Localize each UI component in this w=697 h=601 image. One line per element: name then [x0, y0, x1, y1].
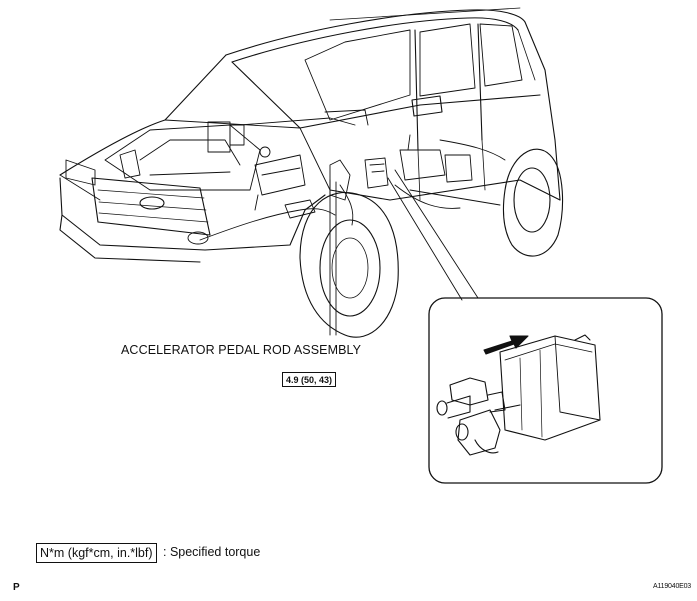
legend-torque-unit: N*m (kgf*cm, in.*lbf): [36, 543, 157, 563]
part-label-accelerator-pedal-rod-assembly: ACCELERATOR PEDAL ROD ASSEMBLY: [121, 343, 362, 357]
rear-wheel: [503, 149, 562, 256]
arrow-icon: [484, 336, 528, 354]
fuel-system: [365, 135, 505, 208]
inset-canister-detail: [429, 298, 662, 483]
front-wheel: [300, 193, 398, 338]
page-marker: P: [13, 582, 20, 593]
vehicle-body: [60, 8, 560, 262]
engine-components: [105, 110, 368, 244]
figure-id: A119040E03: [653, 583, 691, 590]
leader-lines: [330, 170, 478, 335]
legend-description: : Specified torque: [163, 545, 261, 559]
torque-value-box: 4.9 (50, 43): [282, 372, 337, 387]
